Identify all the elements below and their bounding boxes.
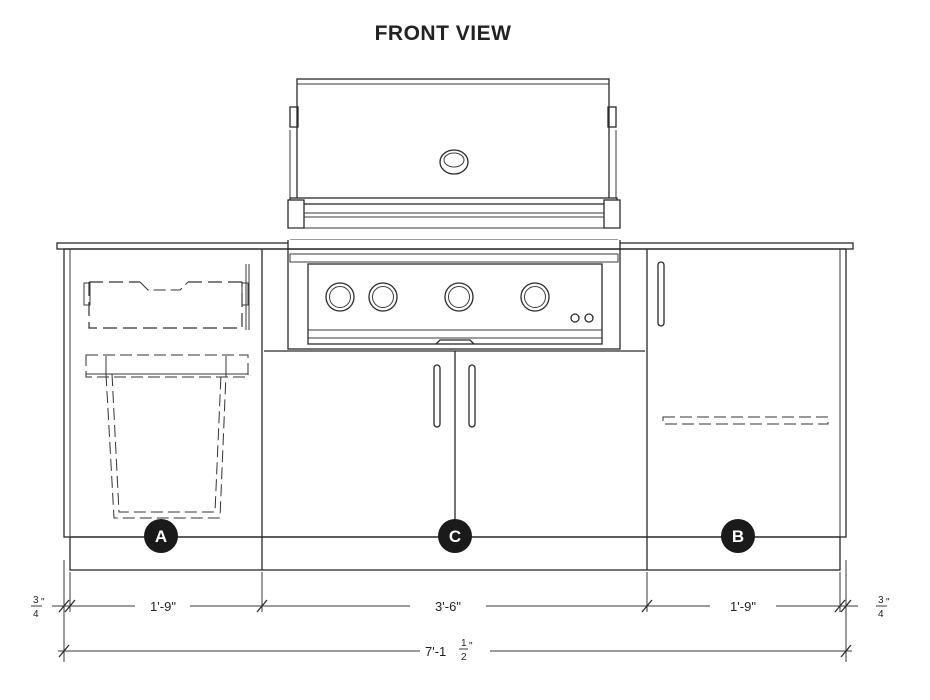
hood-badge-icon [439, 149, 469, 175]
dim-left-section: 1'-9" [150, 599, 176, 614]
dim-left-end-den: 4 [33, 609, 39, 620]
right-door-handle-icon [657, 261, 665, 327]
grill-control-panel [264, 248, 645, 352]
dim-right-end: 3 4 " [876, 595, 890, 620]
dim-left-end-num: 3 [33, 595, 39, 606]
grill-handle-mount-left [287, 199, 305, 229]
label-badge-b: B [721, 519, 755, 553]
drawing-title: FRONT VIEW [375, 22, 512, 45]
door-handle-right-icon [468, 364, 476, 428]
badge-c-text: C [449, 527, 461, 546]
trash-bin-frame [85, 354, 249, 378]
grill-hood-bracket-right [607, 106, 617, 128]
dim-total-main: 7'-1 [425, 644, 446, 659]
grill-hood-bracket-left [289, 106, 299, 128]
trash-bin-outline [105, 373, 227, 519]
drip-tray-handle-icon [435, 339, 475, 345]
burner-knob-1-icon [325, 282, 355, 312]
badge-b-text: B [732, 527, 744, 546]
indicator-light-2-icon [584, 313, 594, 323]
left-section-trash-pullout [83, 264, 250, 519]
grill-hood [296, 78, 610, 201]
badge-a-text: A [155, 527, 167, 546]
grill-handle-rail [289, 197, 618, 205]
grill-handle-mount-right [603, 199, 621, 229]
dimension-lines [52, 560, 858, 662]
center-cabinet-doors [433, 351, 476, 520]
dim-right-end-num: 3 [878, 595, 884, 606]
badge-a-circle [144, 519, 178, 553]
dim-total: 7'-1 1 2 " [425, 638, 473, 663]
grill [287, 78, 621, 241]
dim-right-end-inch: " [886, 597, 890, 608]
badge-c-circle [438, 519, 472, 553]
label-badge-c: C [438, 519, 472, 553]
burner-knob-3-icon [444, 282, 474, 312]
burner-knob-4-icon [520, 282, 550, 312]
dim-total-inch: " [469, 641, 473, 652]
control-panel-face [307, 263, 603, 345]
dim-center-section: 3'-6" [435, 599, 461, 614]
indicator-light-1-icon [570, 313, 580, 323]
door-handle-left-icon [433, 364, 441, 428]
dim-total-frac-num: 1 [461, 638, 467, 649]
dim-total-frac-den: 2 [461, 652, 467, 663]
right-section-cabinet [657, 261, 829, 425]
badge-b-circle [721, 519, 755, 553]
dim-right-end-den: 4 [878, 609, 884, 620]
dim-left-end-inch: " [41, 597, 45, 608]
label-badge-a: A [144, 519, 178, 553]
right-shelf-hidden [662, 416, 829, 425]
dim-left-end: 3 4 " [31, 595, 45, 620]
burner-knob-2-icon [368, 282, 398, 312]
dim-right-section: 1'-9" [730, 599, 756, 614]
